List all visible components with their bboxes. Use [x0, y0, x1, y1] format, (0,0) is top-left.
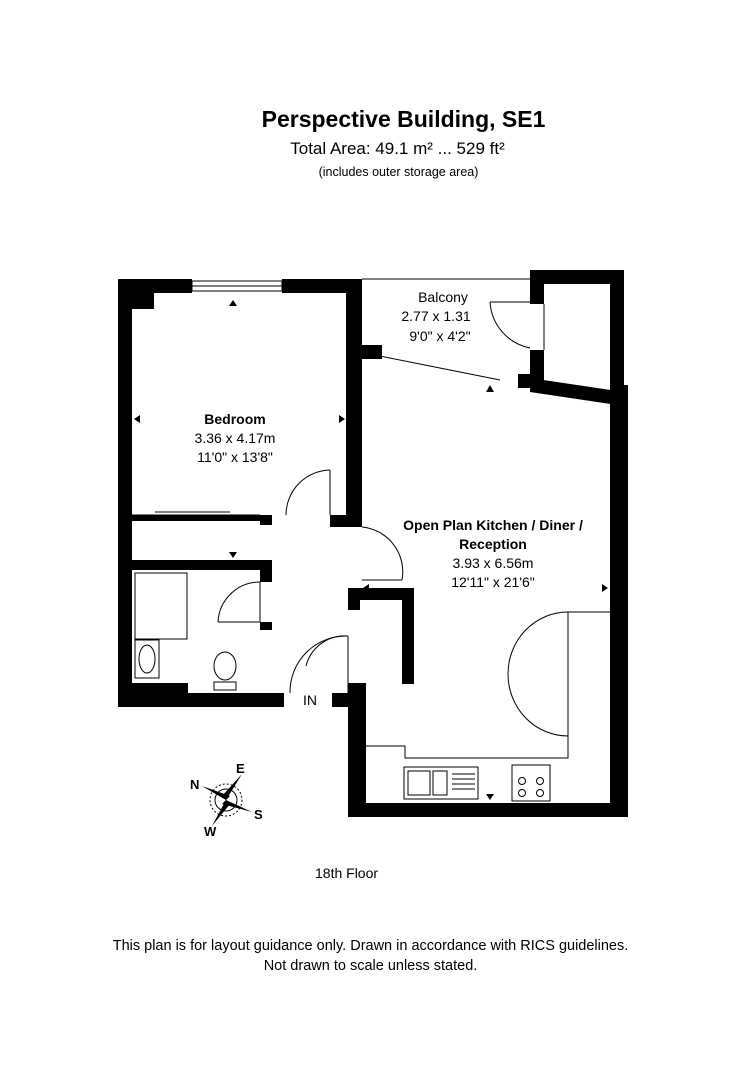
compass-e: E: [236, 761, 245, 776]
wall-bottom-right: [348, 803, 628, 817]
thin-lines: [132, 278, 610, 802]
walls: [118, 270, 628, 817]
floor-label: 18th Floor: [315, 865, 379, 881]
wall-kitchen-left: [348, 683, 366, 817]
plan-title: Perspective Building, SE1: [261, 106, 546, 132]
living-door-arc: [361, 526, 404, 581]
room-labels: Balcony 2.77 x 1.31 9'0" x 4'2" Bedroom …: [195, 289, 583, 708]
wc-bowl: [213, 651, 237, 681]
compass-s: S: [254, 807, 263, 822]
wall-right: [610, 385, 628, 817]
balcony-metric: 2.77 x 1.31: [401, 308, 470, 324]
total-area: Total Area: 49.1 m² ... 529 ft²: [290, 139, 505, 158]
entrance-door-arc: [289, 635, 349, 694]
balcony-door-arc: [489, 301, 531, 349]
living-name-line2: Reception: [459, 536, 527, 552]
wc-cistern: [213, 681, 237, 691]
compass-w: W: [204, 824, 217, 839]
disclaimer-line-1: This plan is for layout guidance only. D…: [112, 938, 629, 954]
wall-bottom-left: [118, 693, 284, 707]
disclaimer-line-2: Not drawn to scale unless stated.: [263, 958, 478, 974]
drainer-lines: [452, 773, 475, 790]
balcony-imperial: 9'0" x 4'2": [409, 328, 470, 344]
compass-rose-icon: N E S W: [190, 761, 263, 839]
wall-top-left: [118, 279, 192, 293]
compass-n: N: [190, 777, 199, 792]
hob: [511, 764, 551, 802]
area-note: (includes outer storage area): [318, 165, 479, 179]
living-imperial: 12'11" x 21'6": [451, 574, 535, 590]
bedroom-door-arc: [285, 469, 331, 516]
wall-top-right: [282, 279, 362, 293]
bedroom-name: Bedroom: [204, 411, 265, 427]
balcony-name: Balcony: [418, 289, 468, 305]
basin: [134, 639, 160, 679]
shower-tray: [134, 572, 188, 640]
wall-left: [118, 279, 132, 707]
bedroom-metric: 3.36 x 4.17m: [195, 430, 276, 446]
kitchen-sink: [403, 766, 479, 800]
living-metric: 3.93 x 6.56m: [453, 555, 534, 571]
entrance-label: IN: [303, 692, 317, 708]
dimension-markers: [134, 300, 608, 800]
living-name-line1: Open Plan Kitchen / Diner /: [403, 517, 583, 533]
bedroom-imperial: 11'0" x 13'8": [197, 449, 273, 465]
bathroom-door-arc: [217, 581, 261, 623]
wall-bedroom-right: [346, 279, 362, 515]
